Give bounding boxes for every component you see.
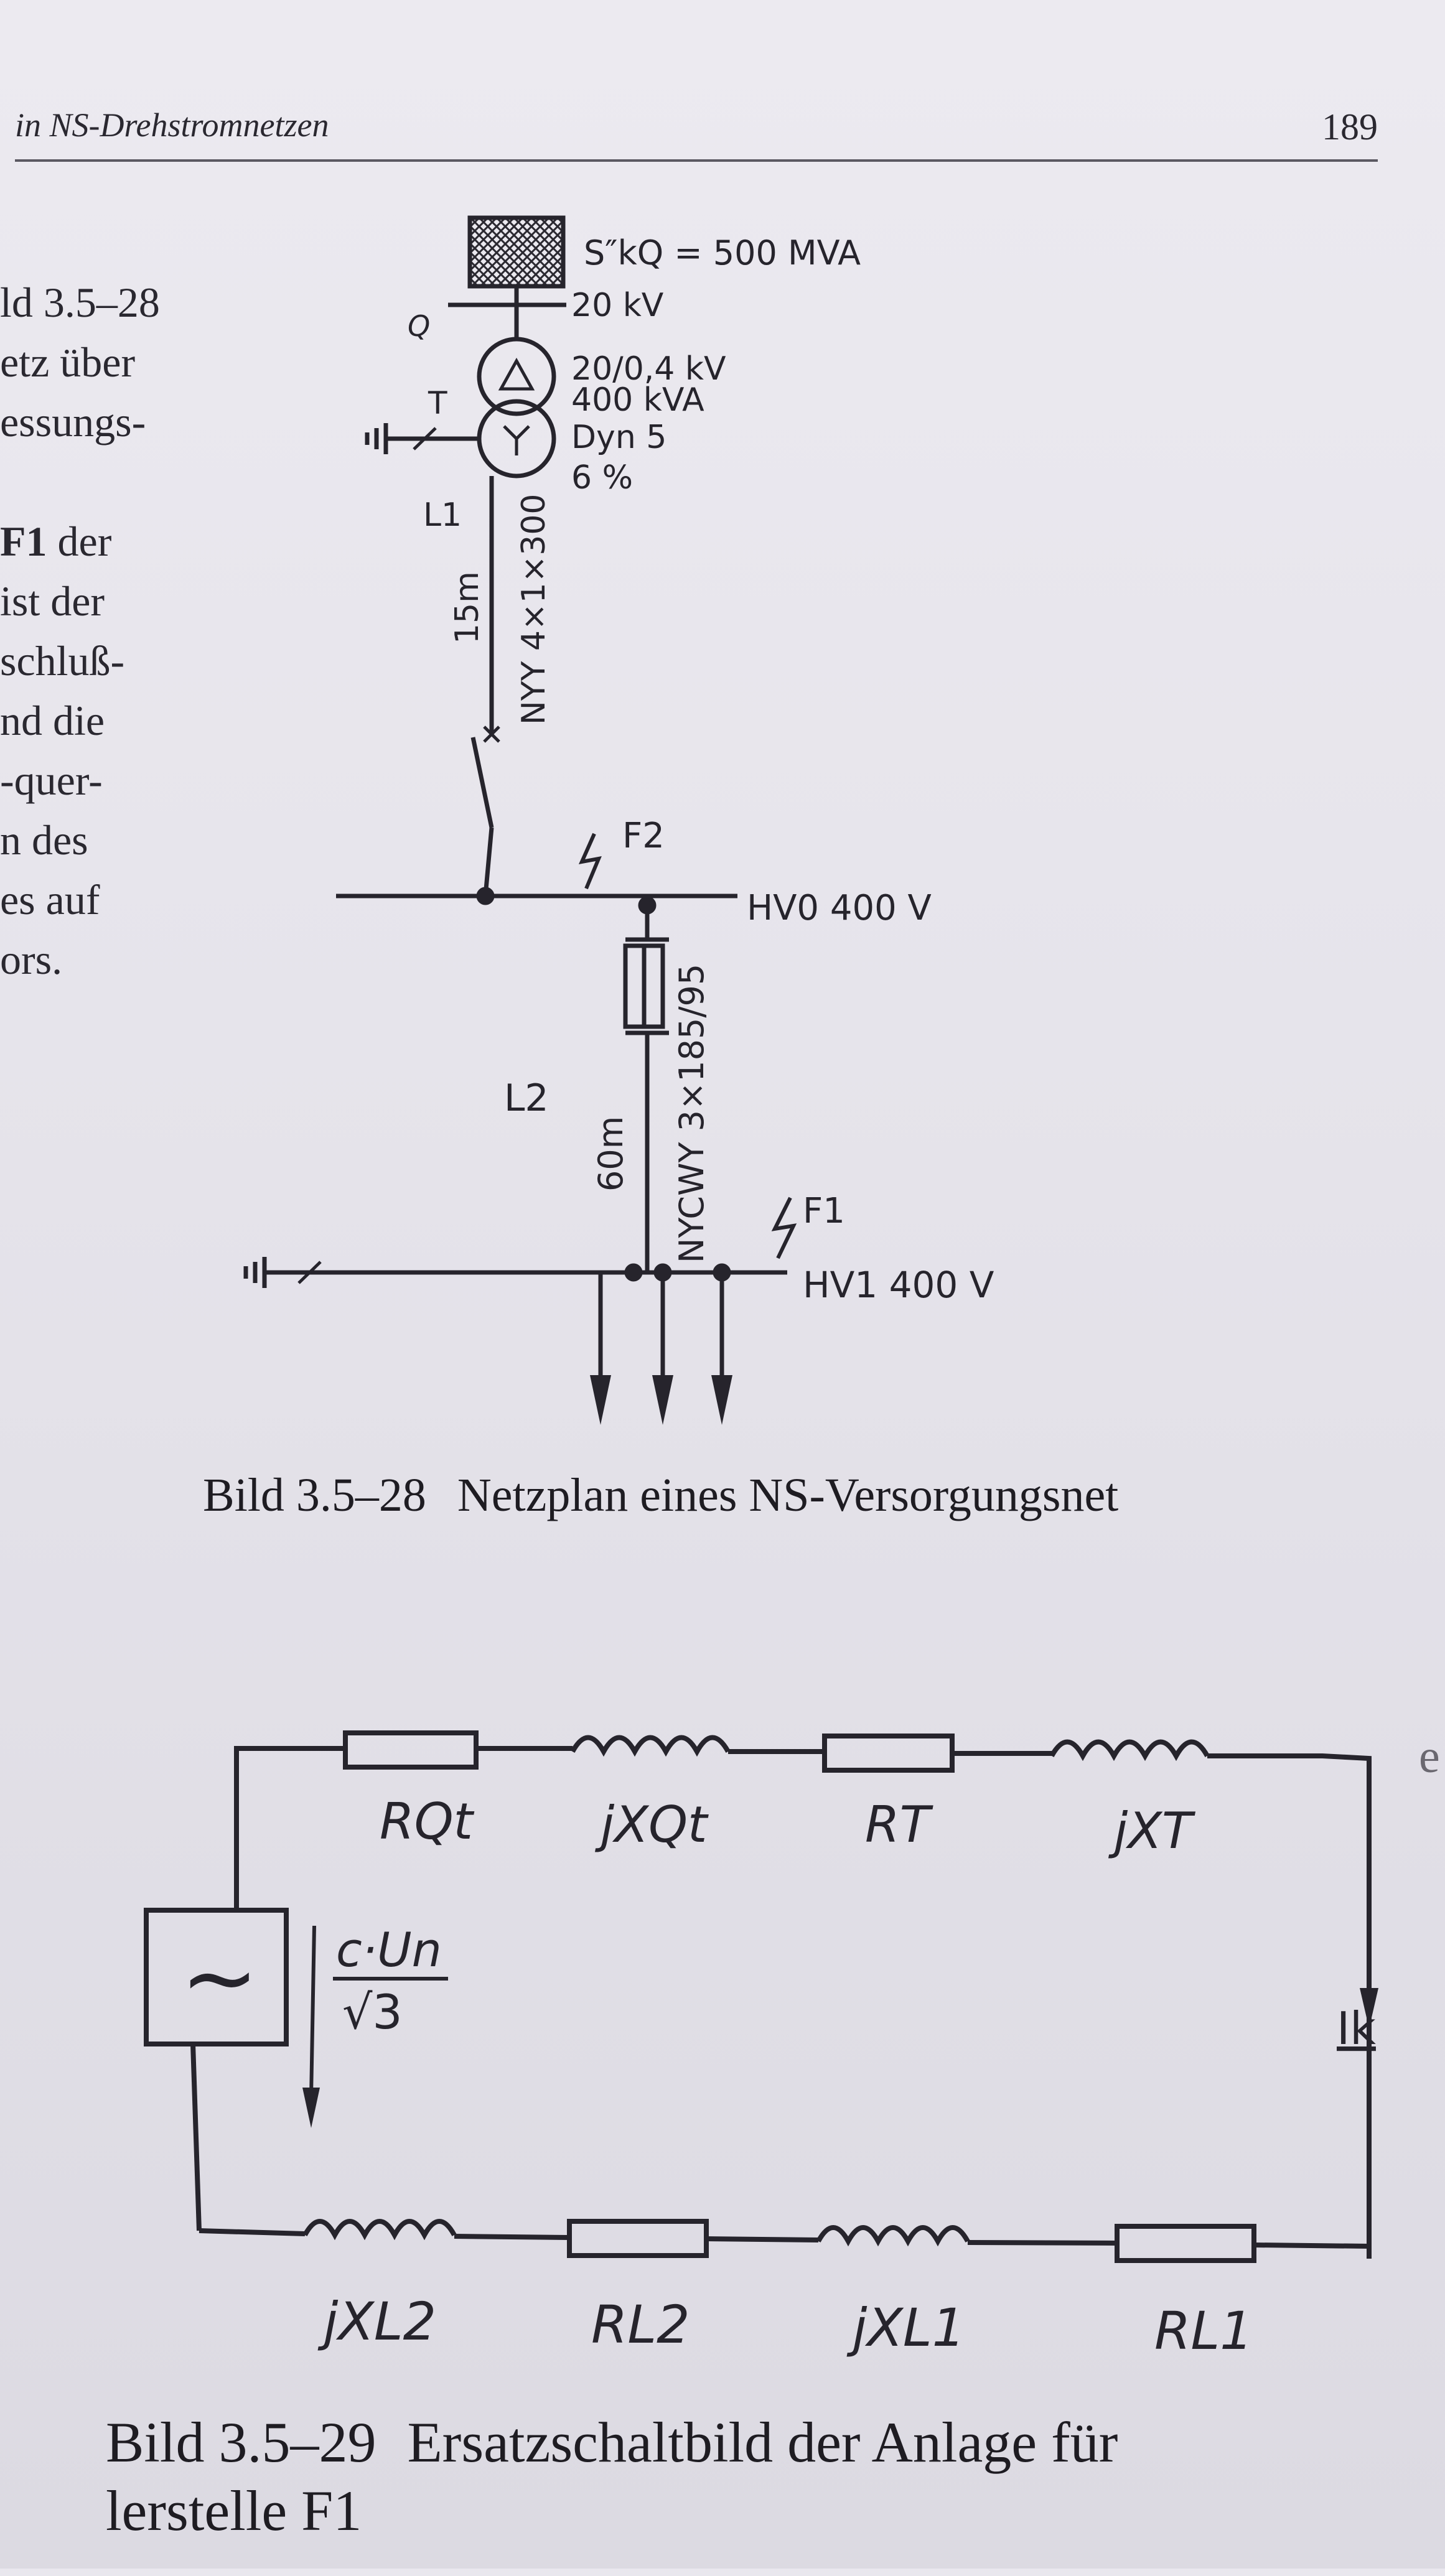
side-text-line: n des bbox=[0, 816, 88, 864]
resistor-rt bbox=[822, 1734, 955, 1773]
voltage-arrow-head bbox=[302, 2088, 320, 2128]
inductor-jxqt bbox=[570, 1735, 731, 1757]
switch-contact bbox=[470, 737, 494, 828]
stray-margin-char: e bbox=[1419, 1730, 1440, 1783]
feed-voltage-label: 20 kV bbox=[571, 287, 664, 324]
page-header: in NS-Drehstromnetzen 189 bbox=[15, 106, 1384, 162]
transformer-spec: 20/0,4 kV bbox=[571, 350, 726, 388]
label-rl1: RL1 bbox=[1154, 2300, 1253, 2361]
page-number: 189 bbox=[1322, 106, 1378, 147]
current-arrow-head bbox=[1360, 1988, 1378, 2028]
label-rqt: RQt bbox=[380, 1793, 475, 1850]
network-feed-block bbox=[467, 215, 566, 289]
bold-term: F1 bbox=[0, 518, 47, 565]
source-symbol: ~ bbox=[180, 1924, 259, 2032]
feed-power-label: S″kQ = 500 MVA bbox=[584, 233, 861, 273]
side-text-line: essungs- bbox=[0, 398, 146, 446]
figure2-caption-line: Bild 3.5–29 Ersatzschaltbild der Anlage f… bbox=[106, 2408, 1118, 2476]
label-rt: RT bbox=[865, 1796, 934, 1854]
label-jxl2: jXL2 bbox=[317, 2291, 436, 2352]
running-head: in NS-Drehstromnetzen bbox=[15, 106, 329, 144]
l2-cable-label: NYCWY 3×185/95 bbox=[672, 964, 711, 1263]
side-text-line: es auf bbox=[0, 876, 100, 923]
equivalent-circuit-diagram: ~ c·Un √3 Ik RQt jXQt RT jXT jXL2 RL2 jX… bbox=[144, 1730, 1378, 2361]
side-text-line: nd die bbox=[0, 697, 105, 744]
side-text-line: -quer- bbox=[0, 757, 103, 804]
side-text-line: ld 3.5–28 bbox=[0, 279, 160, 326]
l1-label: L1 bbox=[423, 497, 462, 534]
source-voltage-denominator: √3 bbox=[342, 1984, 403, 2040]
fault-symbol-f2 bbox=[578, 833, 602, 890]
side-text-column: ld 3.5–28 etz über essungs- F1 der ist d… bbox=[0, 273, 224, 989]
resistor-rqt bbox=[343, 1730, 479, 1770]
side-text-line: etz über bbox=[0, 338, 136, 386]
q-label: Q bbox=[408, 309, 430, 343]
side-text-line: ors. bbox=[0, 936, 63, 983]
l1-cable-label: NYY 4×1×300 bbox=[515, 493, 553, 725]
transformer-spec: Dyn 5 bbox=[571, 419, 666, 456]
figure2-caption-text: Ersatzschaltbild der Anlage für bbox=[407, 2410, 1118, 2474]
transformer-spec: 6 % bbox=[571, 459, 633, 497]
l2-label: L2 bbox=[504, 1076, 549, 1120]
network-plan-diagram: S″kQ = 500 MVA 20 kV Q T 20/0,4 kV 400 k… bbox=[243, 215, 994, 1425]
figure1-caption-number: Bild 3.5–28 bbox=[203, 1469, 426, 1521]
transformer-label: T bbox=[428, 385, 447, 421]
figure2-caption-line2: lerstelle F1 bbox=[106, 2479, 362, 2542]
side-text-line: schluß- bbox=[0, 637, 125, 684]
hv1-label: HV1 400 V bbox=[803, 1264, 994, 1306]
side-text-fragment: der bbox=[47, 518, 112, 565]
inductor-jxl1 bbox=[816, 2225, 970, 2247]
figure2-caption-number: Bild 3.5–29 bbox=[106, 2410, 376, 2474]
label-jxl1: jXL1 bbox=[846, 2297, 965, 2358]
transformer-spec: 400 kVA bbox=[571, 381, 704, 419]
figure1-caption-text: Netzplan eines NS-Versorgungsnet bbox=[457, 1469, 1119, 1521]
side-text-line: F1 der bbox=[0, 511, 224, 571]
inductor-jxl2 bbox=[302, 2219, 457, 2241]
label-rl2: RL2 bbox=[591, 2294, 690, 2355]
hv0-label: HV0 400 V bbox=[747, 888, 932, 928]
f2-label: F2 bbox=[622, 816, 665, 856]
source-voltage-numerator: c·Un bbox=[336, 1922, 442, 1977]
label-jxqt: jXQt bbox=[594, 1796, 709, 1854]
figure1-caption: Bild 3.5–28 Netzplan eines NS-Versorgungs… bbox=[203, 1468, 1118, 1523]
fault-symbol-f1 bbox=[771, 1197, 797, 1259]
inductor-jxt bbox=[1049, 1739, 1210, 1762]
l1-length: 15m bbox=[449, 571, 486, 644]
f1-label: F1 bbox=[803, 1191, 845, 1231]
figure2-caption: Bild 3.5–29 Ersatzschaltbild der Anlage f… bbox=[106, 2408, 1118, 2545]
side-text-line: ist der bbox=[0, 577, 105, 625]
header-rule bbox=[15, 159, 1378, 162]
transformer-primary bbox=[477, 337, 556, 416]
resistor-rl2 bbox=[567, 2219, 709, 2258]
current-label: Ik bbox=[1337, 2002, 1376, 2055]
label-jxt: jXT bbox=[1108, 1802, 1196, 1860]
voltage-source bbox=[144, 1908, 289, 2046]
resistor-rl1 bbox=[1115, 2224, 1256, 2263]
l2-length: 60m bbox=[591, 1116, 630, 1192]
